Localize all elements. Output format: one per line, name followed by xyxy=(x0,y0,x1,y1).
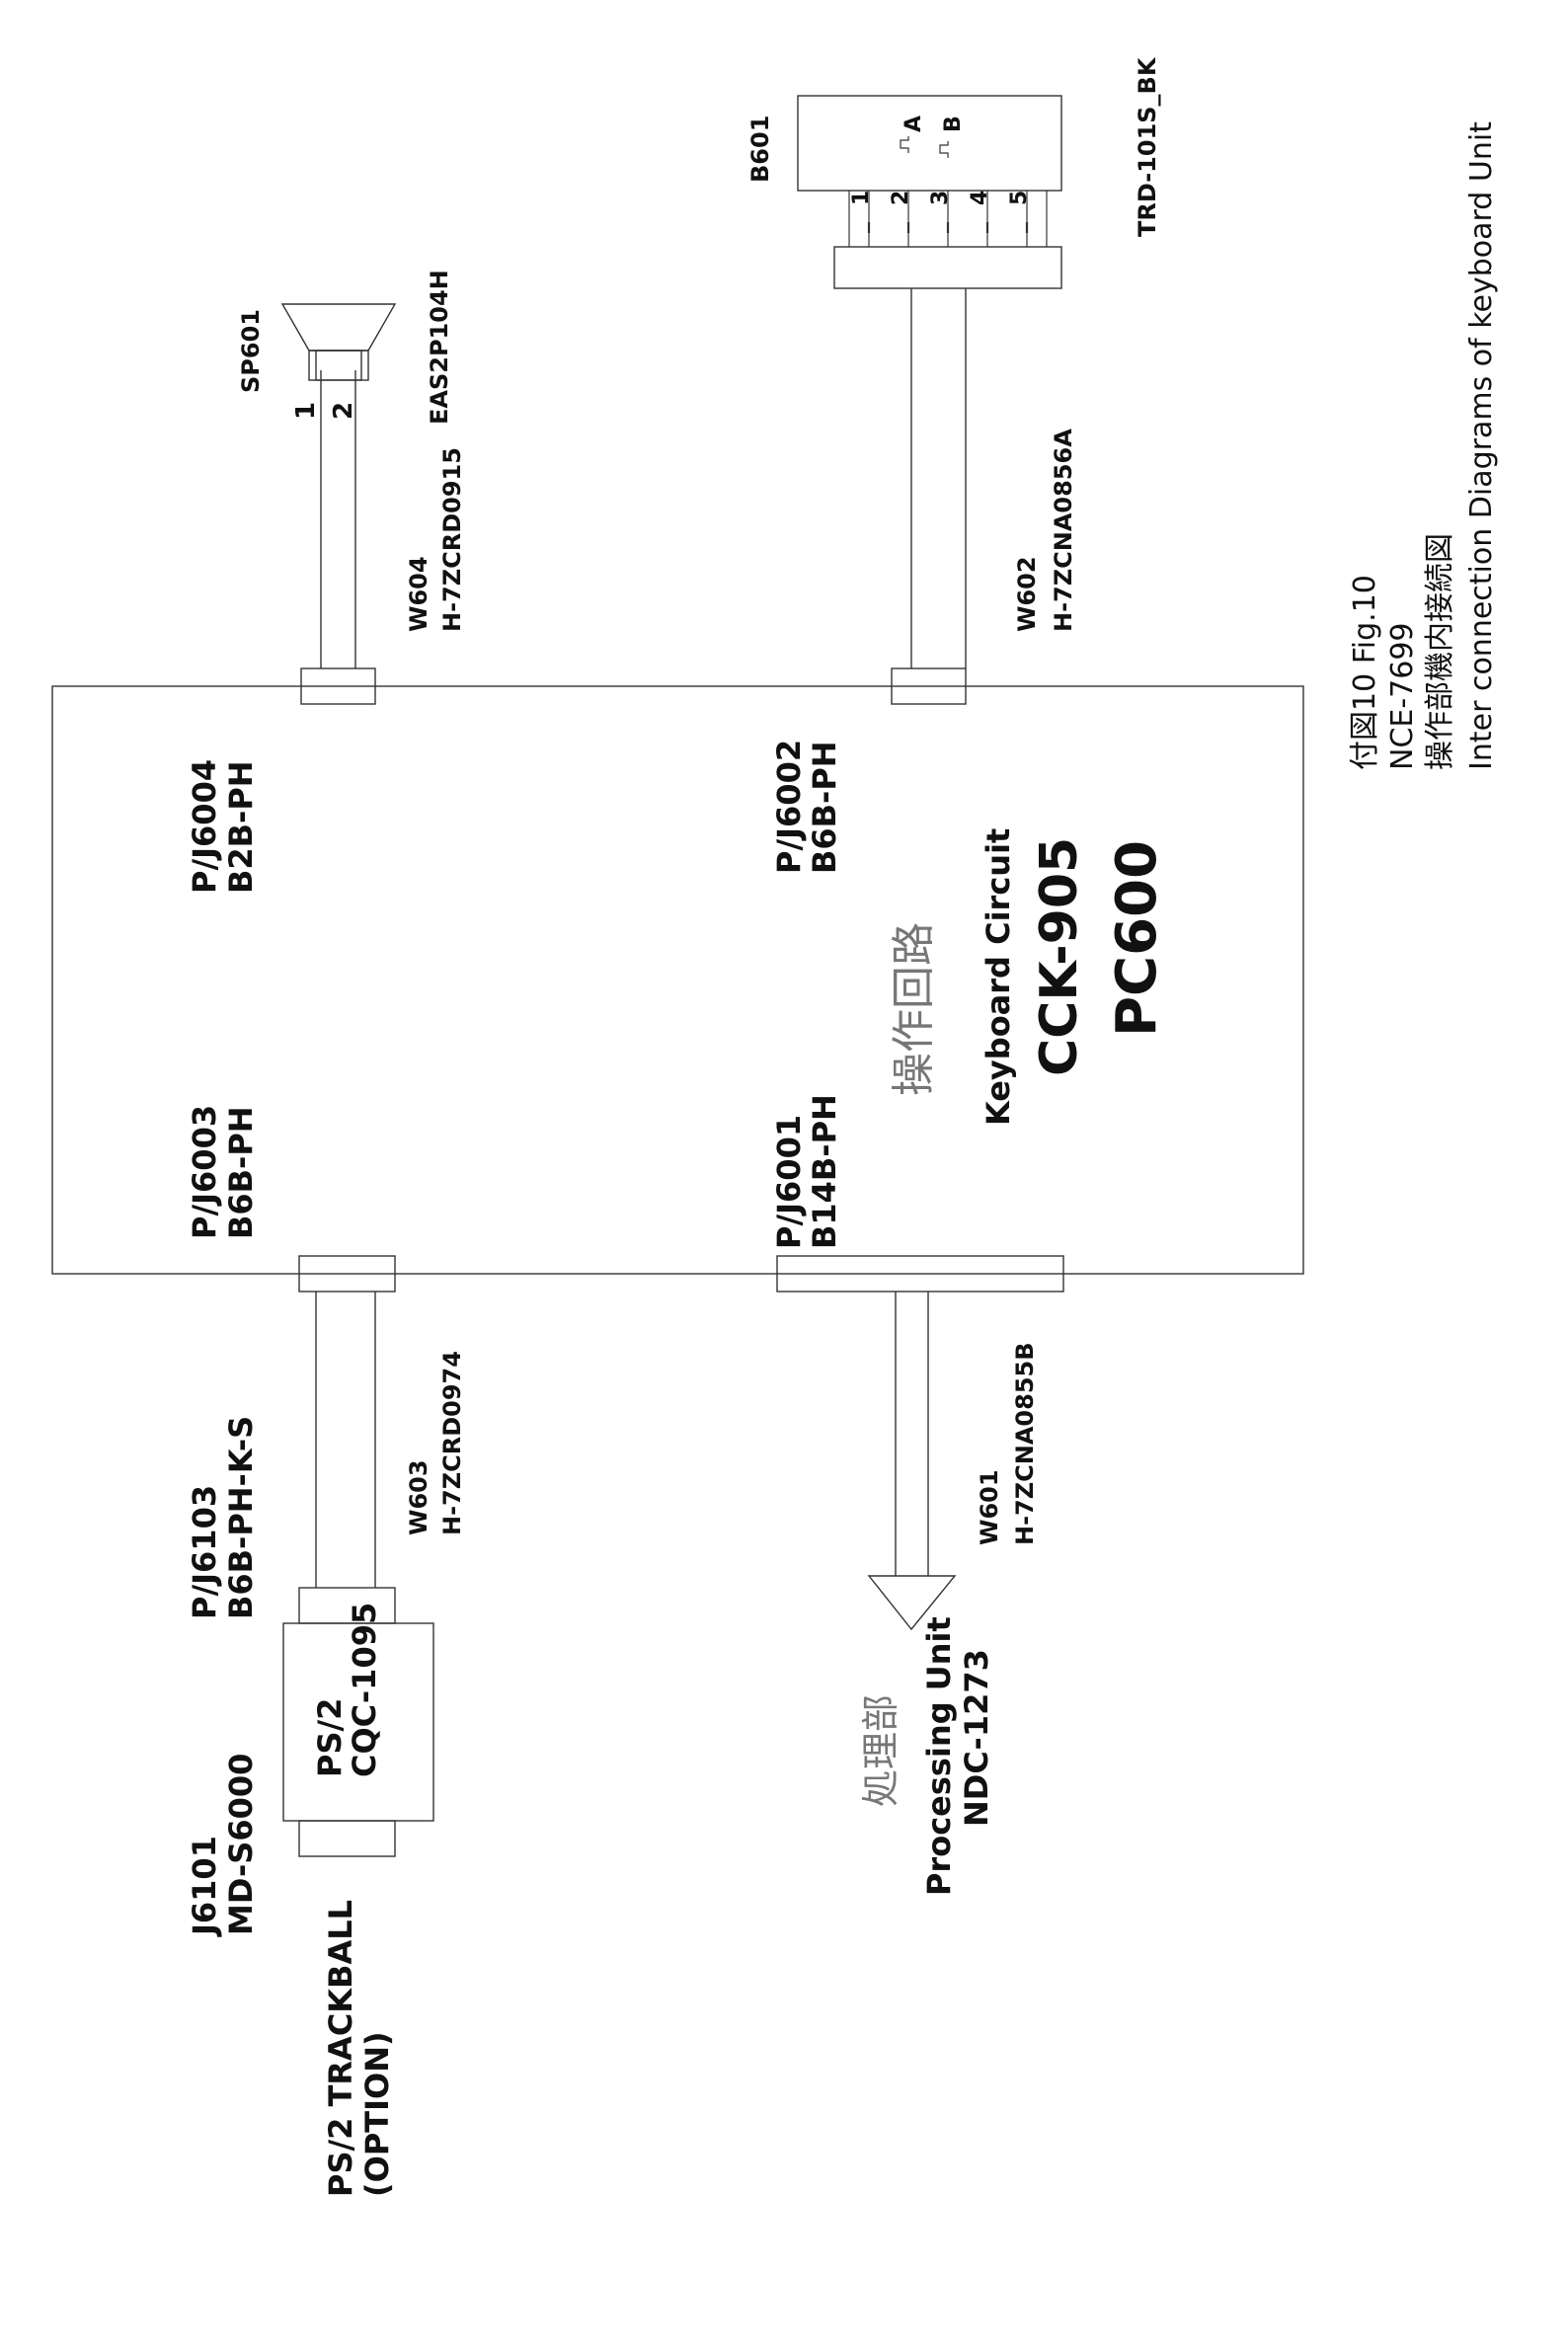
connector-j6004-ref: P/J6004 xyxy=(186,759,223,894)
processing-part: NDC-1273 xyxy=(958,1649,995,1827)
speaker-sp601-body xyxy=(308,350,369,381)
wire-w603-part: H-7ZCRD0974 xyxy=(438,1351,466,1535)
caption-title-jp: 操作部機内接続図 xyxy=(1423,533,1457,770)
trackball-port: PS/2 xyxy=(311,1698,349,1777)
connector-j6101 xyxy=(298,1820,396,1857)
encoder-part: TRD-101S_BK xyxy=(1134,56,1161,237)
encoder-pins xyxy=(848,191,1048,247)
wire-w602-part: H-7ZCNA0856A xyxy=(1050,429,1077,632)
wire-w603-ref: W603 xyxy=(405,1459,432,1535)
speaker-pin-1: 1 xyxy=(291,402,321,420)
caption-title-en: Inter connection Diagrams of keyboard Un… xyxy=(1464,121,1499,770)
wire-w601-ref: W601 xyxy=(976,1469,1003,1545)
connector-j6003 xyxy=(298,1255,396,1293)
encoder-b601-housing xyxy=(833,246,1062,289)
wire-w604-part: H-7ZCRD0915 xyxy=(438,447,466,632)
speaker-sp601-neck xyxy=(315,350,362,381)
trackball-option: (OPTION) xyxy=(358,2031,396,2197)
encoder-pin-4: 4 xyxy=(968,191,992,205)
encoder-ref: B601 xyxy=(746,116,774,183)
encoder-pin-3: 3 xyxy=(928,191,953,205)
encoder-pin-5: 5 xyxy=(1007,191,1032,205)
connector-j6001 xyxy=(776,1255,1064,1293)
caption-fig: 付図10 Fig.10 xyxy=(1348,575,1382,770)
wire-w601-part: H-7ZCNA0855B xyxy=(1011,1342,1039,1545)
board-code: CCK-905 xyxy=(1030,837,1089,1076)
processing-name-jp: 処理部 xyxy=(859,1694,902,1807)
connector-j6101-ref: J6101 xyxy=(186,1836,223,1937)
connector-j6003-ref: P/J6003 xyxy=(186,1105,223,1239)
board-name-en: Keyboard Circuit xyxy=(980,828,1017,1126)
connector-j6001-type: B14B-PH xyxy=(806,1094,843,1249)
connector-j6002-type: B6B-PH xyxy=(806,741,843,874)
trackball-part: CQC-1095 xyxy=(346,1603,383,1777)
keyboard-circuit-board xyxy=(51,685,1304,1275)
encoder-signal-b: B xyxy=(941,116,966,132)
encoder-pin-2: 2 xyxy=(889,191,913,205)
processing-name-en: Processing Unit xyxy=(920,1616,958,1896)
wire-w602-ref: W602 xyxy=(1013,556,1041,632)
board-id: PC600 xyxy=(1105,840,1169,1037)
connector-j6002-ref: P/J6002 xyxy=(770,740,808,874)
encoder-signal-a: A xyxy=(902,116,926,132)
speaker-pin-2: 2 xyxy=(329,402,358,420)
connector-j6004-type: B2B-PH xyxy=(222,760,260,894)
encoder-signal-b-icon xyxy=(939,141,949,158)
connector-j6003-type: B6B-PH xyxy=(222,1106,260,1239)
trackball-label: PS/2 TRACKBALL xyxy=(322,1900,359,2197)
processing-unit-arrow-icon xyxy=(867,1575,957,1631)
connector-j6002 xyxy=(891,667,967,705)
encoder-signal-a-icon xyxy=(900,136,909,153)
speaker-ref: SP601 xyxy=(237,309,265,393)
connector-j6103-ref: P/J6103 xyxy=(186,1485,223,1619)
connector-j6004 xyxy=(300,667,376,705)
wire-w604-ref: W604 xyxy=(405,556,432,632)
speaker-part: EAS2P104H xyxy=(426,270,453,425)
encoder-pin-1: 1 xyxy=(849,191,874,205)
caption-model: NCE-7699 xyxy=(1385,622,1420,770)
encoder-b601-body xyxy=(797,95,1062,192)
board-name-jp: 操作回路 xyxy=(889,922,939,1096)
connector-j6103-type: B6B-PH-K-S xyxy=(222,1416,260,1619)
connector-j6001-ref: P/J6001 xyxy=(770,1115,808,1249)
connector-j6101-type: MD-S6000 xyxy=(222,1754,260,1935)
speaker-icon xyxy=(280,303,397,352)
